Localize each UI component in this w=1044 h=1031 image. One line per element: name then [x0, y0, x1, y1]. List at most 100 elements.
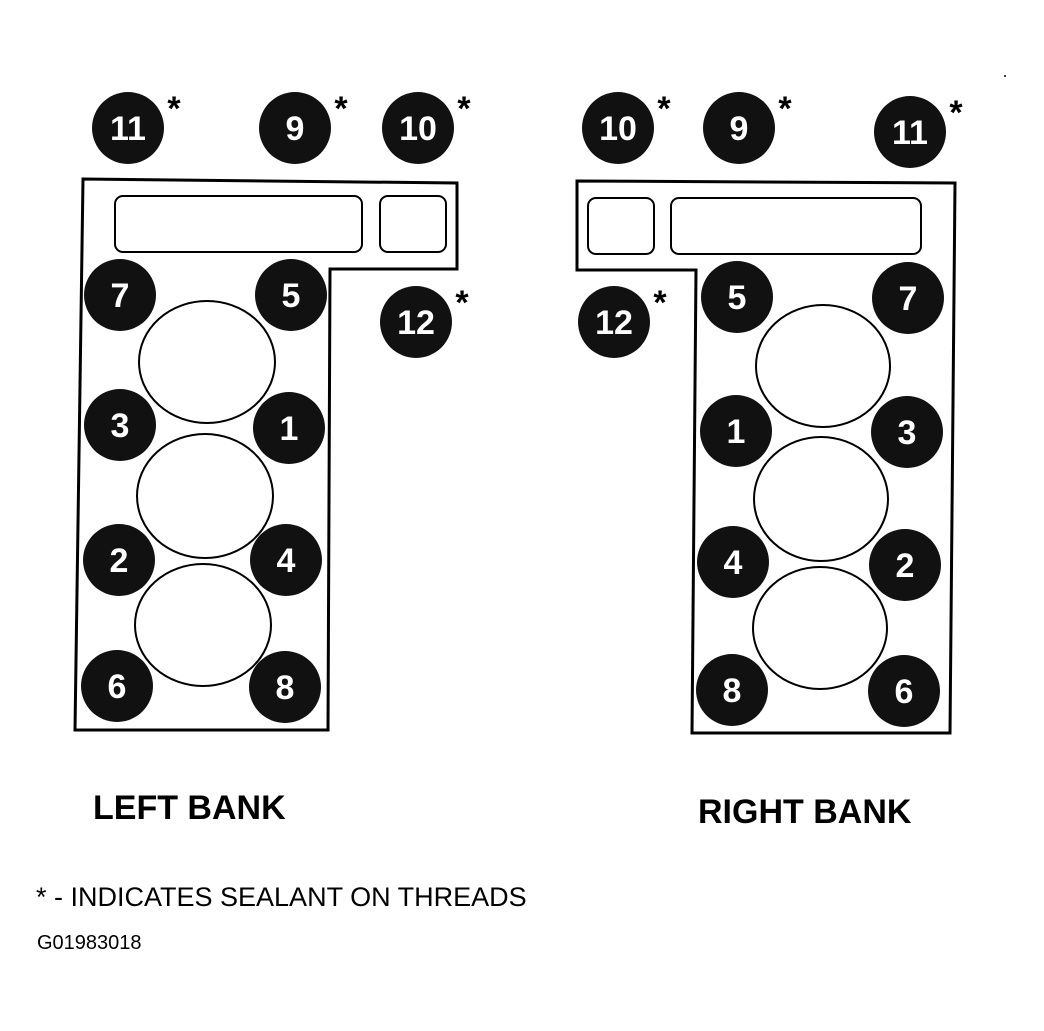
bolt-circle [92, 92, 164, 164]
bolt-circle [703, 92, 775, 164]
left-bolt-3: 3 [84, 389, 156, 461]
bolt-circle [259, 92, 331, 164]
bolt-circle [249, 651, 321, 723]
right-bank-label: RIGHT BANK [698, 793, 912, 831]
left-bank-head [73, 177, 459, 732]
bolt-circle [582, 92, 654, 164]
sealant-asterisk: * [167, 90, 181, 128]
bolt-circle [872, 262, 944, 334]
left-small-port [379, 195, 447, 253]
bolt-circle [869, 529, 941, 601]
left-bolt-4: 4 [250, 524, 322, 596]
bolt-circle [382, 92, 454, 164]
bolt-number: 10 [399, 110, 437, 148]
bolt-circle [84, 389, 156, 461]
right-bolt-4: 4 [697, 526, 769, 598]
bolt-circle [701, 261, 773, 333]
left-bank-label: LEFT BANK [93, 789, 286, 827]
bolt-circle [255, 259, 327, 331]
figure-code: G01983018 [37, 932, 142, 954]
right-bolt-7: 7 [872, 262, 944, 334]
bolt-circle [696, 654, 768, 726]
bolt-number: 7 [111, 277, 130, 315]
bolt-number: 4 [277, 542, 296, 580]
right-bolt-2: 2 [869, 529, 941, 601]
bolt-circle [81, 650, 153, 722]
sealant-asterisk: * [778, 90, 792, 128]
bolt-number: 2 [896, 547, 915, 585]
sealant-asterisk: * [455, 284, 469, 322]
bolt-number: 9 [730, 110, 749, 148]
left-bolt-8: 8 [249, 651, 321, 723]
bolt-number: 3 [111, 407, 130, 445]
sealant-asterisk: * [653, 284, 667, 322]
right-head-outline [575, 179, 957, 735]
bolt-number: 12 [397, 304, 435, 342]
right-bolt-1: 1 [700, 395, 772, 467]
left-long-port [114, 195, 363, 253]
right-bolt-6: 6 [868, 655, 940, 727]
left-bolt-6: 6 [81, 650, 153, 722]
bolt-number: 11 [110, 110, 146, 148]
bolt-number: 5 [282, 277, 301, 315]
right-bolt-12: 12 * [578, 284, 667, 358]
sealant-legend-note: * - INDICATES SEALANT ON THREADS [36, 882, 527, 912]
bolt-number: 1 [280, 410, 299, 448]
bolt-number: 7 [899, 280, 918, 318]
bolt-number: 9 [286, 110, 305, 148]
bolt-number: 10 [599, 110, 637, 148]
right-small-port [587, 197, 655, 255]
right-bolt-8: 8 [696, 654, 768, 726]
bolt-circle [697, 526, 769, 598]
bolt-circle [253, 392, 325, 464]
right-bolt-11: 11 * [874, 94, 963, 168]
bolt-number: 11 [892, 114, 928, 152]
right-bank-head [575, 179, 957, 735]
bolt-circle [874, 96, 946, 168]
right-long-port [670, 197, 922, 255]
right-cylinder [755, 304, 891, 428]
right-bolt-10: 10 * [582, 90, 671, 164]
sealant-asterisk: * [457, 90, 471, 128]
right-bolt-9: 9* [703, 90, 792, 164]
bolt-number: 4 [724, 544, 743, 582]
bolt-number: 1 [727, 413, 746, 451]
right-cylinder [753, 436, 889, 562]
left-cylinder [136, 433, 274, 559]
bolt-circle [868, 655, 940, 727]
bolt-circle [83, 524, 155, 596]
left-bolt-5: 5 [255, 259, 327, 331]
left-head-outline [73, 177, 459, 732]
right-cylinder [752, 566, 888, 690]
sealant-asterisk: * [949, 94, 963, 132]
left-bolt-2: 2 [83, 524, 155, 596]
bolt-number: 8 [723, 672, 742, 710]
bolt-number: 6 [895, 673, 914, 711]
sealant-asterisk: * [334, 90, 348, 128]
right-bolt-3: 3 [871, 396, 943, 468]
bolt-circle [578, 286, 650, 358]
left-bolt-9: 9* [259, 90, 348, 164]
speck [1004, 75, 1006, 77]
bolt-circle [700, 395, 772, 467]
bolt-number: 8 [276, 669, 295, 707]
sealant-asterisk: * [657, 90, 671, 128]
left-bolt-10: 10 * [382, 90, 471, 164]
bolt-number: 12 [595, 304, 633, 342]
left-bolt-7: 7 [84, 259, 156, 331]
left-bolt-12: 12 * [380, 284, 469, 358]
bolt-circle [250, 524, 322, 596]
left-cylinder [134, 563, 272, 687]
left-cylinder [138, 300, 276, 424]
left-bolt-11: 11 * [92, 90, 181, 164]
right-bolt-5: 5 [701, 261, 773, 333]
bolt-circle [871, 396, 943, 468]
bolt-circle [84, 259, 156, 331]
bolt-number: 5 [728, 279, 747, 317]
bolt-number: 3 [898, 414, 917, 452]
left-bolt-1: 1 [253, 392, 325, 464]
